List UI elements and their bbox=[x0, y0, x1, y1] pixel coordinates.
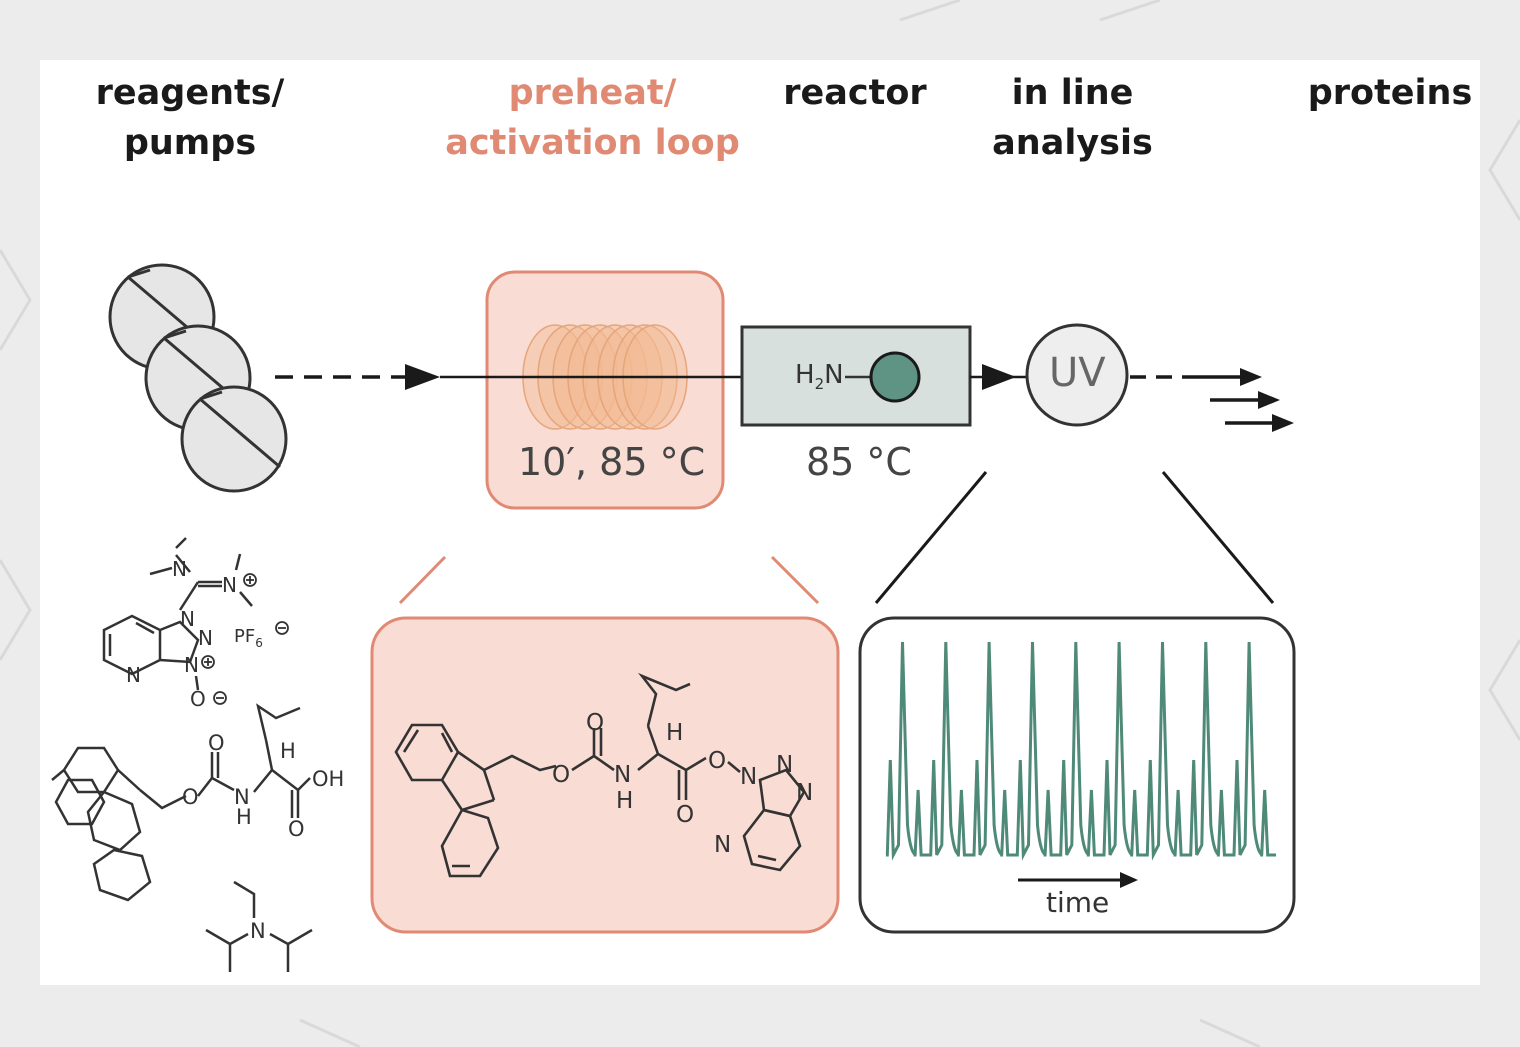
hatu-counterion: PF6 bbox=[234, 626, 263, 650]
proteins-header-text: proteins bbox=[1307, 73, 1473, 113]
preheat-box bbox=[485, 270, 725, 510]
reagents-header-line2: pumps bbox=[123, 123, 257, 163]
amine-h: H bbox=[795, 360, 815, 390]
reactor-condition-label: 85 °C bbox=[806, 440, 912, 484]
activated-ester-structure bbox=[394, 672, 806, 878]
ester-atom-o2: O bbox=[586, 710, 604, 736]
feed-arrow-icon bbox=[405, 364, 440, 390]
ester-atom-n1: N bbox=[740, 764, 757, 790]
ester-atom-o3: O bbox=[676, 802, 694, 828]
outlet-arrows-icon bbox=[1195, 368, 1294, 432]
fmoc-atom-o2: O bbox=[208, 731, 225, 755]
ester-atom-h-alpha: H bbox=[666, 720, 683, 746]
time-axis-label: time bbox=[1046, 886, 1110, 919]
pump-icons bbox=[108, 263, 288, 493]
hatu-atom-o: O bbox=[190, 687, 206, 711]
zoom-line-uv-left bbox=[874, 471, 988, 604]
proteins-header: proteins bbox=[1300, 68, 1480, 118]
fmoc-atom-o3: O bbox=[288, 817, 305, 841]
dipea-structure bbox=[205, 880, 313, 972]
uv-arrow-icon bbox=[982, 364, 1016, 390]
amine-subscript: 2 bbox=[814, 375, 825, 394]
zoom-line-preheat-right bbox=[770, 555, 820, 605]
charge-icons bbox=[201, 573, 289, 705]
analysis-header: in line analysis bbox=[985, 68, 1160, 168]
fmoc-leu-oh-structure bbox=[51, 703, 311, 902]
resin-amine-label: H2N bbox=[795, 360, 844, 393]
amine-n: N bbox=[824, 360, 844, 390]
pf6-subscript: 6 bbox=[255, 636, 263, 650]
preheat-condition-label: 10′, 85 °C bbox=[518, 440, 706, 484]
hatu-atom-n2: N bbox=[198, 626, 213, 650]
reactor-header-text: reactor bbox=[783, 73, 927, 113]
fmoc-atom-h-alpha: H bbox=[280, 739, 296, 763]
analysis-header-line2: analysis bbox=[992, 123, 1153, 163]
hatu-atom-n-top: N bbox=[172, 557, 187, 581]
fmoc-leu-oh-labels: O O N H H O OH bbox=[182, 731, 344, 841]
dipea-labels: N bbox=[250, 919, 266, 943]
ester-atom-o4: O bbox=[708, 748, 726, 774]
reagents-header: reagents/ pumps bbox=[60, 68, 320, 168]
zoom-line-preheat-left bbox=[398, 555, 447, 605]
hatu-structure bbox=[102, 537, 253, 691]
hatu-atom-n-ring: N bbox=[126, 663, 141, 687]
uv-detector-label: UV bbox=[1049, 350, 1106, 396]
pump-icon-3 bbox=[180, 385, 288, 493]
fmoc-atom-h-n: H bbox=[236, 805, 252, 829]
preheat-header-line1: preheat/ bbox=[508, 73, 677, 113]
activated-ester-panel bbox=[370, 616, 840, 934]
hatu-atom-n3: N bbox=[184, 653, 199, 677]
activated-ester-labels: O O N H H O O N N N N bbox=[552, 710, 813, 858]
ester-atom-h-n: H bbox=[616, 788, 633, 814]
time-arrow-icon bbox=[1120, 872, 1138, 888]
uv-trace-line bbox=[885, 641, 1276, 861]
ester-atom-o1: O bbox=[552, 762, 570, 788]
dipea-atom-n: N bbox=[250, 919, 266, 943]
uv-detector bbox=[1025, 323, 1129, 427]
zoom-line-uv-right bbox=[1161, 471, 1275, 604]
ester-atom-n: N bbox=[614, 762, 631, 788]
fmoc-atom-n: N bbox=[234, 785, 250, 809]
hatu-labels: N N N N N N O PF6 bbox=[126, 557, 263, 711]
preheat-header-line2: activation loop bbox=[445, 123, 740, 163]
ester-atom-n3: N bbox=[796, 780, 813, 806]
analysis-header-line1: in line bbox=[1011, 73, 1134, 113]
reagents-header-line1: reagents/ bbox=[95, 73, 285, 113]
ester-atom-n-ring: N bbox=[714, 832, 731, 858]
hatu-atom-n1: N bbox=[180, 607, 195, 631]
fmoc-atom-o1: O bbox=[182, 785, 199, 809]
reactor-header: reactor bbox=[775, 68, 935, 118]
preheat-header: preheat/ activation loop bbox=[440, 68, 745, 168]
hatu-atom-n-plus: N bbox=[222, 573, 237, 597]
pf6-text: PF bbox=[234, 626, 255, 647]
resin-bead-icon bbox=[869, 351, 921, 403]
ester-atom-n2: N bbox=[776, 752, 793, 778]
fmoc-atom-oh: OH bbox=[312, 767, 344, 791]
